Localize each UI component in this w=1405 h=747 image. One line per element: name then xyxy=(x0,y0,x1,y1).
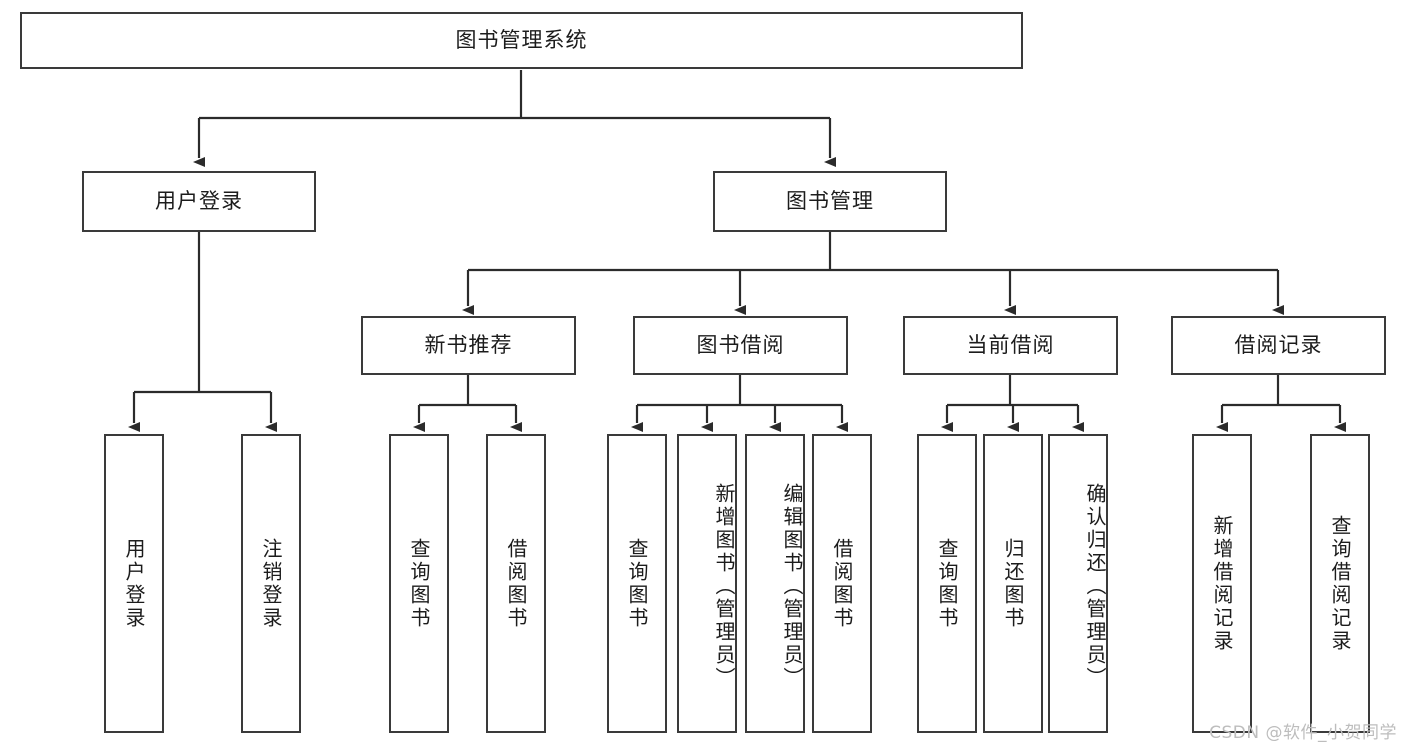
node-user-login[interactable]: 用户登录 xyxy=(82,171,316,232)
node-label: 当前借阅 xyxy=(966,332,1055,357)
node-root-system[interactable]: 图书管理系统 xyxy=(20,12,1023,69)
node-label: 归还图书 xyxy=(1001,537,1025,630)
leaf-book-borrow-query-book[interactable]: 查询图书 xyxy=(607,434,667,733)
leaf-new-book-query-book[interactable]: 查询图书 xyxy=(389,434,449,733)
node-label: 查询借阅记录 xyxy=(1328,514,1352,653)
node-label: 新书推荐 xyxy=(424,332,513,357)
node-label: 查询图书 xyxy=(625,537,649,630)
leaf-new-book-borrow-book[interactable]: 借阅图书 xyxy=(486,434,546,733)
node-label: 借阅图书 xyxy=(504,537,528,630)
node-current-borrow[interactable]: 当前借阅 xyxy=(903,316,1118,375)
node-label: 借阅记录 xyxy=(1234,332,1323,357)
node-label: 图书借阅 xyxy=(696,332,785,357)
leaf-book-borrow-add-book-admin[interactable]: 新增图书（管理员） xyxy=(677,434,737,733)
leaf-user-login-signout[interactable]: 注销登录 xyxy=(241,434,301,733)
node-book-management[interactable]: 图书管理 xyxy=(713,171,947,232)
node-label: 图书管理系统 xyxy=(455,27,588,52)
leaf-borrow-record-add-record[interactable]: 新增借阅记录 xyxy=(1192,434,1252,733)
node-label: 确认归还（管理员） xyxy=(1083,483,1107,690)
leaf-current-borrow-confirm-return-admin[interactable]: 确认归还（管理员） xyxy=(1048,434,1108,733)
node-new-book-recommend[interactable]: 新书推荐 xyxy=(361,316,576,375)
node-label: 借阅图书 xyxy=(830,537,854,630)
node-label: 图书管理 xyxy=(786,188,874,213)
watermark-text: CSDN @软件_小贺同学 xyxy=(1209,723,1397,743)
leaf-current-borrow-query-book[interactable]: 查询图书 xyxy=(917,434,977,733)
leaf-book-borrow-edit-book-admin[interactable]: 编辑图书（管理员） xyxy=(745,434,805,733)
node-label: 查询图书 xyxy=(935,537,959,630)
node-label: 编辑图书（管理员） xyxy=(780,483,804,690)
leaf-borrow-record-query-record[interactable]: 查询借阅记录 xyxy=(1310,434,1370,733)
leaf-book-borrow-borrow-book[interactable]: 借阅图书 xyxy=(812,434,872,733)
node-label: 新增借阅记录 xyxy=(1210,514,1234,653)
leaf-current-borrow-return-book[interactable]: 归还图书 xyxy=(983,434,1043,733)
node-label: 用户登录 xyxy=(155,188,243,213)
node-borrow-record[interactable]: 借阅记录 xyxy=(1171,316,1386,375)
node-label: 用户登录 xyxy=(122,537,146,630)
leaf-user-login-signin[interactable]: 用户登录 xyxy=(104,434,164,733)
node-book-borrow[interactable]: 图书借阅 xyxy=(633,316,848,375)
node-label: 注销登录 xyxy=(259,537,283,630)
node-label: 查询图书 xyxy=(407,537,431,630)
node-label: 新增图书（管理员） xyxy=(712,483,736,690)
